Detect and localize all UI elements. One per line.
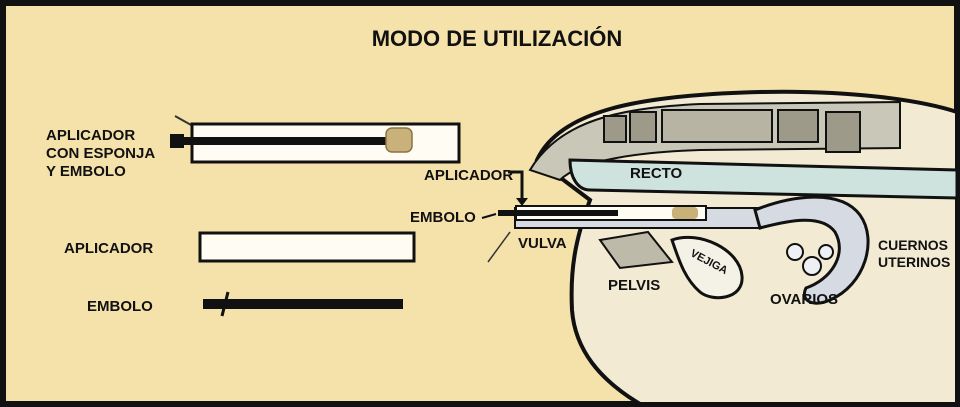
label-ovarios: OVARIOS xyxy=(770,291,838,308)
pelvis-bone xyxy=(598,230,674,270)
diagram-title: MODO DE UTILIZACIÓN xyxy=(372,26,623,51)
label-recto: RECTO xyxy=(630,165,683,182)
label-assembled-line3: Y EMBOLO xyxy=(46,163,126,180)
sponge xyxy=(385,127,413,153)
rectum xyxy=(568,158,959,200)
applicator-tube xyxy=(198,231,416,263)
bladder xyxy=(670,235,744,300)
spine xyxy=(528,100,901,182)
uterus xyxy=(753,195,870,305)
label-assembled-line1: APLICADOR xyxy=(46,127,135,144)
label-applicator: APLICADOR xyxy=(64,240,153,257)
label-plunger: EMBOLO xyxy=(87,298,153,315)
assembled-applicator xyxy=(170,115,461,164)
label-pelvis: PELVIS xyxy=(608,277,660,294)
label-uterinos: UTERINOS xyxy=(878,254,950,270)
label-aplicador-anatomy: APLICADOR xyxy=(424,167,513,184)
label-cuernos: CUERNOS xyxy=(878,237,948,253)
label-vulva: VULVA xyxy=(518,235,567,252)
label-assembled-line2: CON ESPONJA xyxy=(46,145,155,162)
label-embolo-anatomy: EMBOLO xyxy=(410,209,476,226)
plunger-rod xyxy=(203,291,403,317)
ovaries xyxy=(786,243,834,276)
